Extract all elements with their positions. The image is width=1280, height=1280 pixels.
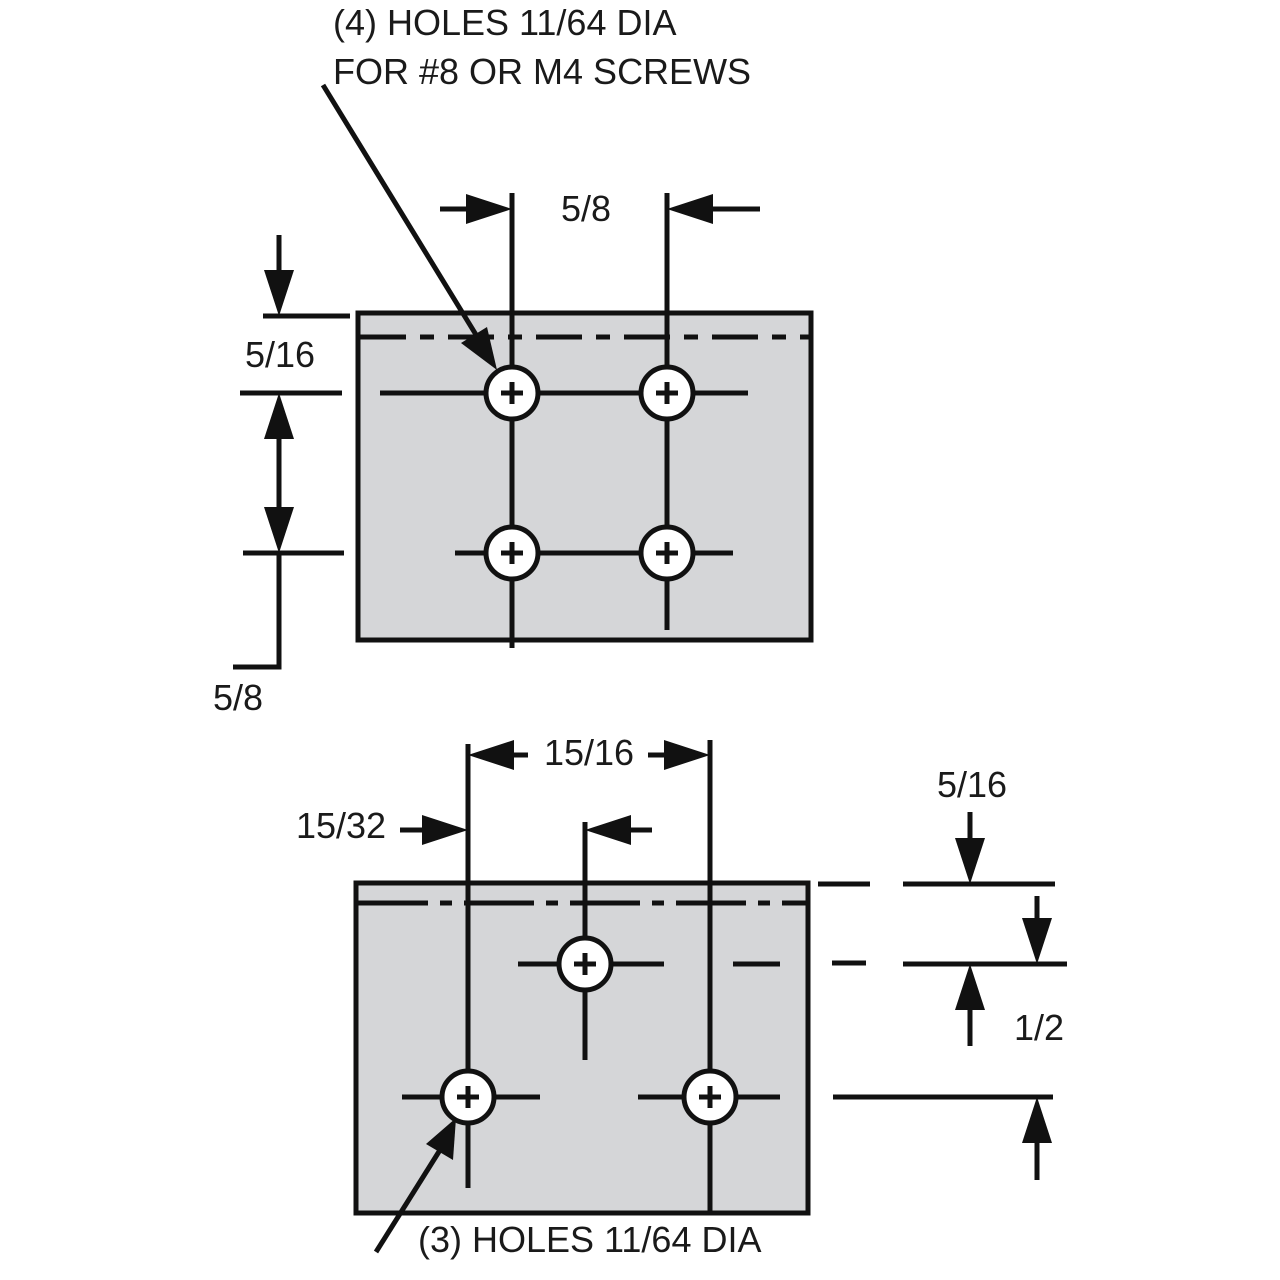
bottom-hole-1 (556, 935, 614, 993)
top-dim-edge-arrow (264, 270, 294, 316)
bottom-dim-offset-right-arrow (585, 815, 631, 845)
top-view: (4) HOLES 11/64 DIA FOR #8 OR M4 SCREWS … (213, 2, 814, 718)
top-dim-h-label: 5/8 (561, 188, 611, 229)
bottom-dim-span-right-arrow (664, 740, 710, 770)
top-hole-2 (638, 364, 696, 422)
bottom-plate (353, 880, 811, 1216)
bottom-view: 15/16 15/32 5/16 1/2 (3) HOLES 11/64 DIA (296, 732, 1067, 1260)
top-dim-v-down-arrow (264, 507, 294, 553)
top-hole-1 (483, 364, 541, 422)
bottom-hole-3 (681, 1068, 739, 1126)
bottom-dim-offset-left-arrow (422, 815, 468, 845)
bottom-dim-edge-up-arrow (955, 964, 985, 1010)
bottom-callout-label: (3) HOLES 11/64 DIA (418, 1219, 761, 1260)
top-callout-arrowhead (461, 327, 497, 370)
top-callout-line1: (4) HOLES 11/64 DIA (333, 2, 676, 43)
top-plate (355, 310, 814, 643)
bottom-hole-2 (439, 1068, 497, 1126)
top-callout-line2: FOR #8 OR M4 SCREWS (333, 51, 751, 92)
bottom-dim-edge-down-arrow (955, 838, 985, 884)
top-dim-h-left-arrow (466, 194, 512, 224)
top-dim-edge-label: 5/16 (245, 334, 315, 375)
bottom-dim-span-left-arrow (468, 740, 514, 770)
bottom-dim-v-label: 1/2 (1014, 1007, 1064, 1048)
bottom-callout-arrowhead (426, 1118, 456, 1160)
bottom-dim-offset-label: 15/32 (296, 805, 386, 846)
top-dim-v-up-arrow (264, 393, 294, 439)
top-hole-3 (483, 524, 541, 582)
top-callout-leader (320, 83, 481, 340)
bottom-dim-edge-down2-arrow (1022, 918, 1052, 964)
top-hole-4 (638, 524, 696, 582)
bottom-dim-edge-label: 5/16 (937, 764, 1007, 805)
top-dim-h-right-arrow (667, 194, 713, 224)
bottom-dim-v-up-arrow (1022, 1097, 1052, 1143)
bottom-dim-span-label: 15/16 (544, 732, 634, 773)
bottom-callout-leader (373, 1148, 443, 1254)
top-dim-v-label: 5/8 (213, 677, 263, 718)
top-dim-v-leader (233, 553, 282, 670)
